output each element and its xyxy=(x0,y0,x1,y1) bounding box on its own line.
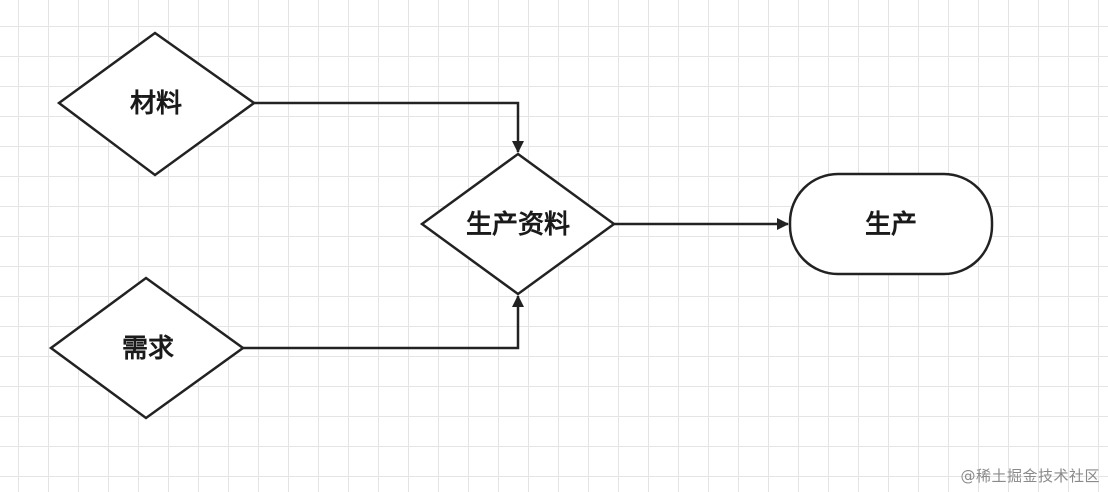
node-production-shape xyxy=(788,172,994,276)
node-material-shape xyxy=(56,31,257,177)
node-demand-shape xyxy=(48,276,246,420)
footer-credit: @稀土掘金技术社区 xyxy=(960,467,1100,485)
node-material: 材料 xyxy=(56,31,257,177)
node-demand-label: 需求 xyxy=(122,334,174,364)
node-demand: 需求 xyxy=(48,276,246,420)
node-material-label: 材料 xyxy=(130,89,182,119)
node-production-label: 生产 xyxy=(865,210,917,240)
edge-demand-to-production-data xyxy=(243,295,524,350)
node-production-data: 生产资料 xyxy=(419,152,617,296)
node-production-data-shape xyxy=(419,152,617,296)
node-production-data-label: 生产资料 xyxy=(466,210,570,240)
node-production: 生产 xyxy=(788,172,994,276)
edge-material-to-production-data xyxy=(254,101,524,153)
